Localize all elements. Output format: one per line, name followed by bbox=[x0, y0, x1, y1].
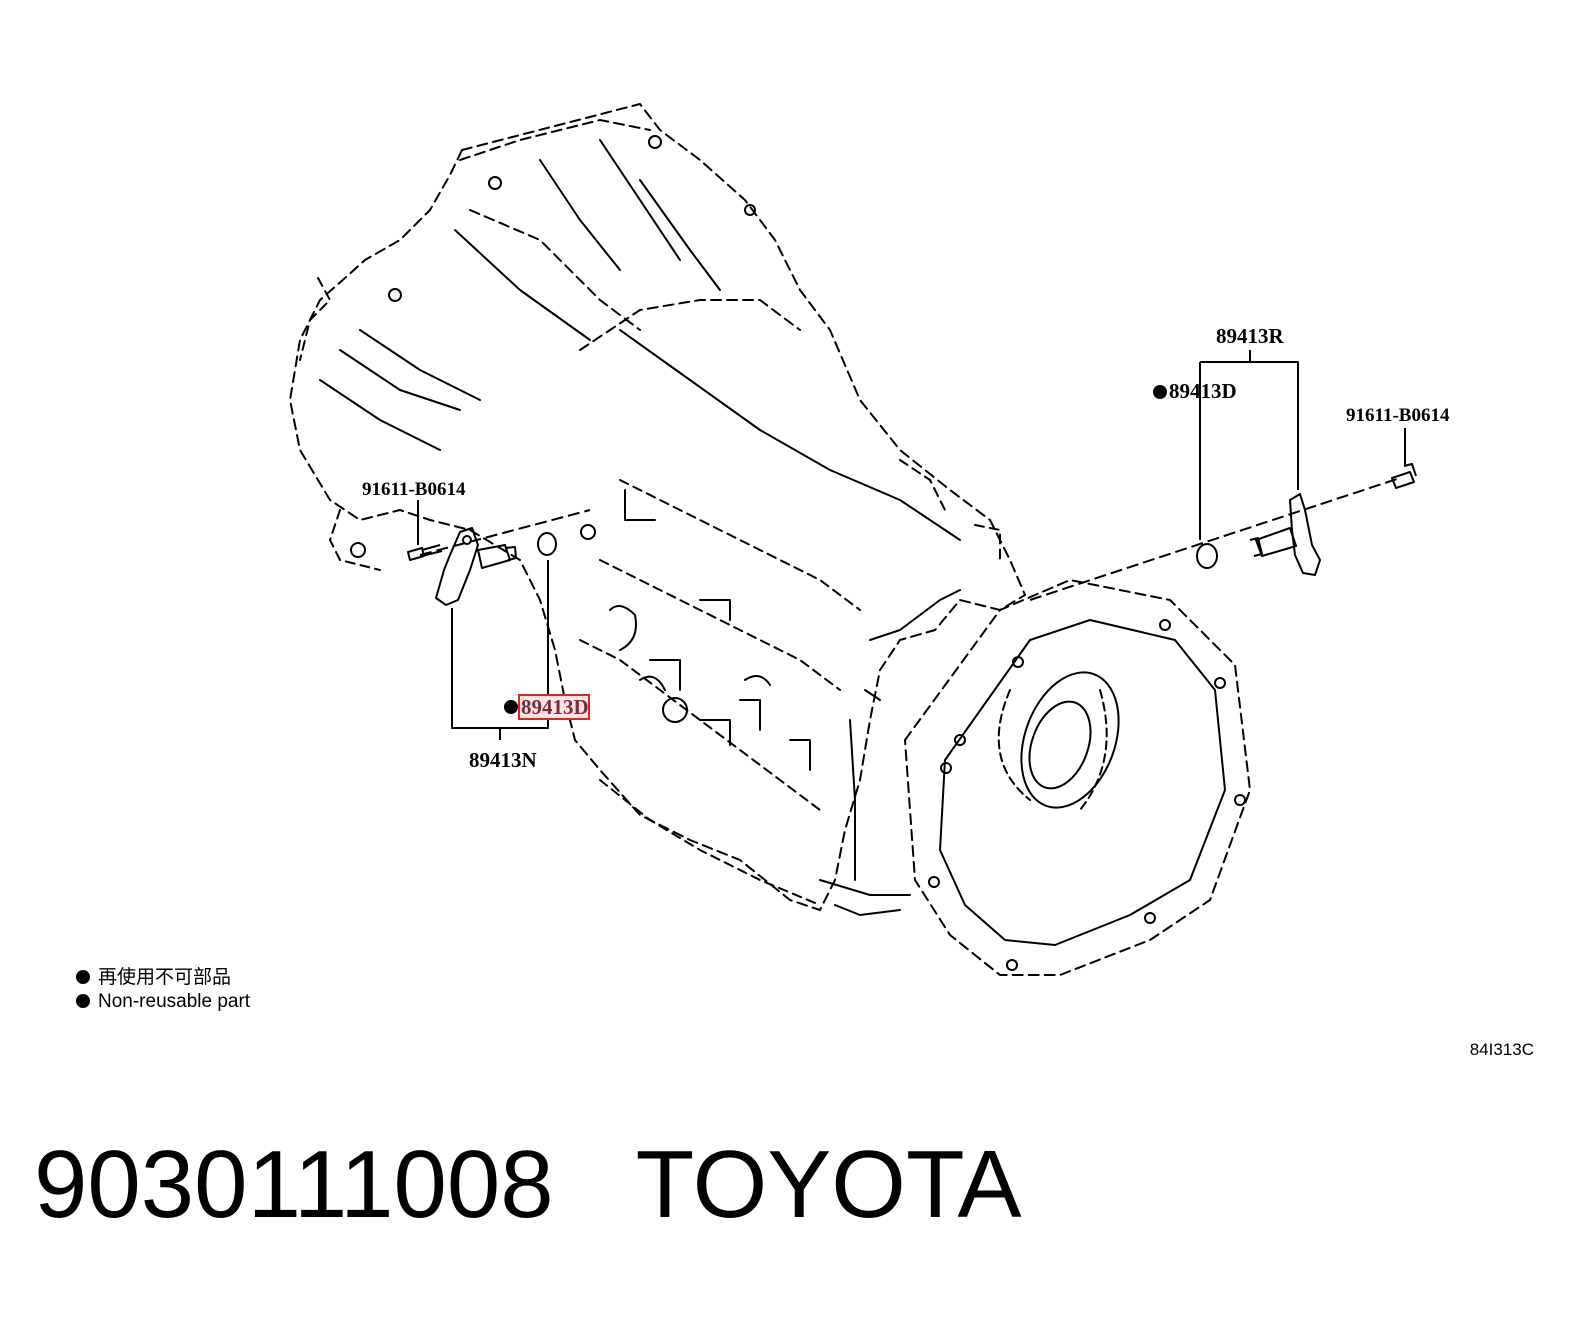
diagram-code: 84I313C bbox=[1469, 1040, 1534, 1059]
highlight-box[interactable] bbox=[518, 694, 590, 720]
bullet-icon bbox=[76, 994, 90, 1008]
non-reusable-marker-front bbox=[504, 700, 518, 714]
label-sensor-assembly-rear[interactable]: 89413R bbox=[1216, 324, 1285, 348]
valve-body-details bbox=[609, 489, 811, 771]
torque-converter-arcs bbox=[997, 689, 1108, 811]
valve-body-outline bbox=[579, 479, 861, 906]
bell-housing-outline bbox=[904, 579, 1251, 976]
legend-text: Non-reusable part bbox=[98, 991, 251, 1012]
torque-converter-ring-inner bbox=[1028, 700, 1092, 790]
bell-housing-inner bbox=[939, 619, 1226, 946]
label-bolt-rear[interactable]: 91611-B0614 bbox=[1346, 405, 1450, 426]
label-gasket-rear[interactable]: 89413D bbox=[1169, 379, 1237, 403]
front-sensor-centerline bbox=[419, 509, 591, 556]
label-bolt-front[interactable]: 91611-B0614 bbox=[362, 479, 466, 500]
rear-sensor-centerline bbox=[1029, 477, 1401, 601]
rear-leader-lines bbox=[1199, 350, 1406, 540]
label-sensor-assembly-front[interactable]: 89413N bbox=[469, 748, 537, 772]
gasket-rear-icon bbox=[1196, 543, 1218, 569]
brand-name: TOYOTA bbox=[635, 1131, 1022, 1238]
case-extension bbox=[819, 589, 961, 916]
footer: 9030111008 TOYOTA bbox=[34, 1130, 1021, 1240]
label-gasket-front[interactable]: 89413D bbox=[521, 695, 589, 719]
case-rib-lines bbox=[319, 139, 961, 541]
sensor-front-icon bbox=[435, 527, 517, 606]
transmission-case-outline bbox=[289, 103, 1026, 911]
case-left-flange bbox=[299, 277, 381, 571]
case-extension-dashes bbox=[899, 459, 1001, 561]
torque-converter-ring-outer bbox=[1020, 671, 1120, 809]
bell-housing-bolt-holes bbox=[928, 619, 1246, 971]
bolt-rear-icon bbox=[1391, 463, 1417, 489]
transmission-parts-diagram: 89413R 89413D 91611-B0614 91611-B0614 89… bbox=[289, 103, 1450, 976]
part-number: 9030111008 bbox=[34, 1131, 554, 1238]
case-mounting-bosses bbox=[350, 135, 756, 558]
legend-item-jp: 再使用不可部品 bbox=[76, 966, 231, 990]
case-top-ridge bbox=[459, 119, 801, 351]
gasket-front-icon bbox=[537, 532, 557, 556]
sensor-rear-icon bbox=[1249, 493, 1321, 576]
non-reusable-marker-rear bbox=[1153, 385, 1167, 399]
front-leader-lines bbox=[417, 500, 549, 740]
legend-item-en: Non-reusable part bbox=[76, 990, 250, 1014]
legend-text: 再使用不可部品 bbox=[98, 967, 232, 988]
bullet-icon bbox=[76, 970, 90, 984]
bolt-front-icon bbox=[407, 544, 443, 561]
sensor-front-hole bbox=[462, 535, 472, 545]
valve-port bbox=[662, 697, 688, 723]
